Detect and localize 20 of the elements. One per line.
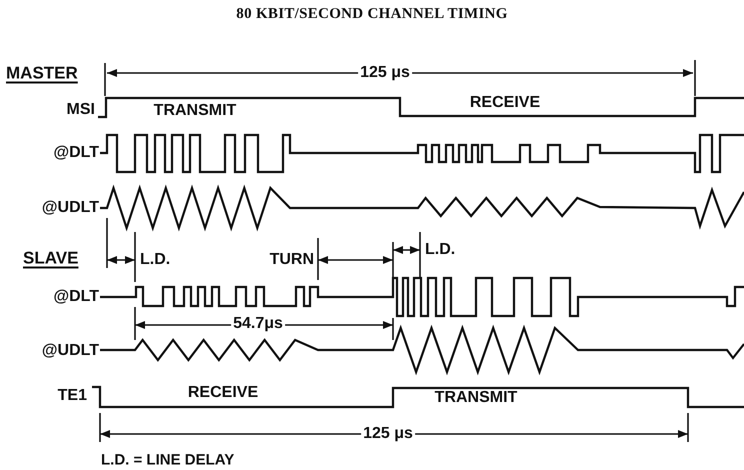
state-label: RECEIVE (468, 94, 542, 112)
dimension-label: L.D. (139, 251, 172, 269)
section-heading: MASTER (5, 64, 79, 82)
signal-name: @UDLT (40, 199, 100, 217)
dimension-label: L.D. (424, 241, 456, 259)
title: 80 KBIT/SECOND CHANNEL TIMING (235, 6, 509, 23)
state-label: TRANSMIT (434, 389, 518, 407)
signal-name: MSI (66, 101, 96, 119)
signal-name: @UDLT (40, 342, 100, 360)
note: L.D. = LINE DELAY (100, 452, 236, 468)
section-heading: SLAVE (22, 248, 80, 268)
signal-name: @DLT (52, 144, 100, 162)
dimension-label: 125 μs (358, 64, 412, 82)
signal-name: @DLT (52, 288, 100, 306)
state-label: TRANSMIT (152, 102, 238, 120)
signal-name: TE1 (56, 387, 88, 405)
dimension-label: 125 μs (361, 425, 415, 443)
dimension-label: TURN (268, 251, 315, 269)
state-label: RECEIVE (186, 384, 260, 402)
dimension-label: 54.7μs (231, 315, 285, 333)
